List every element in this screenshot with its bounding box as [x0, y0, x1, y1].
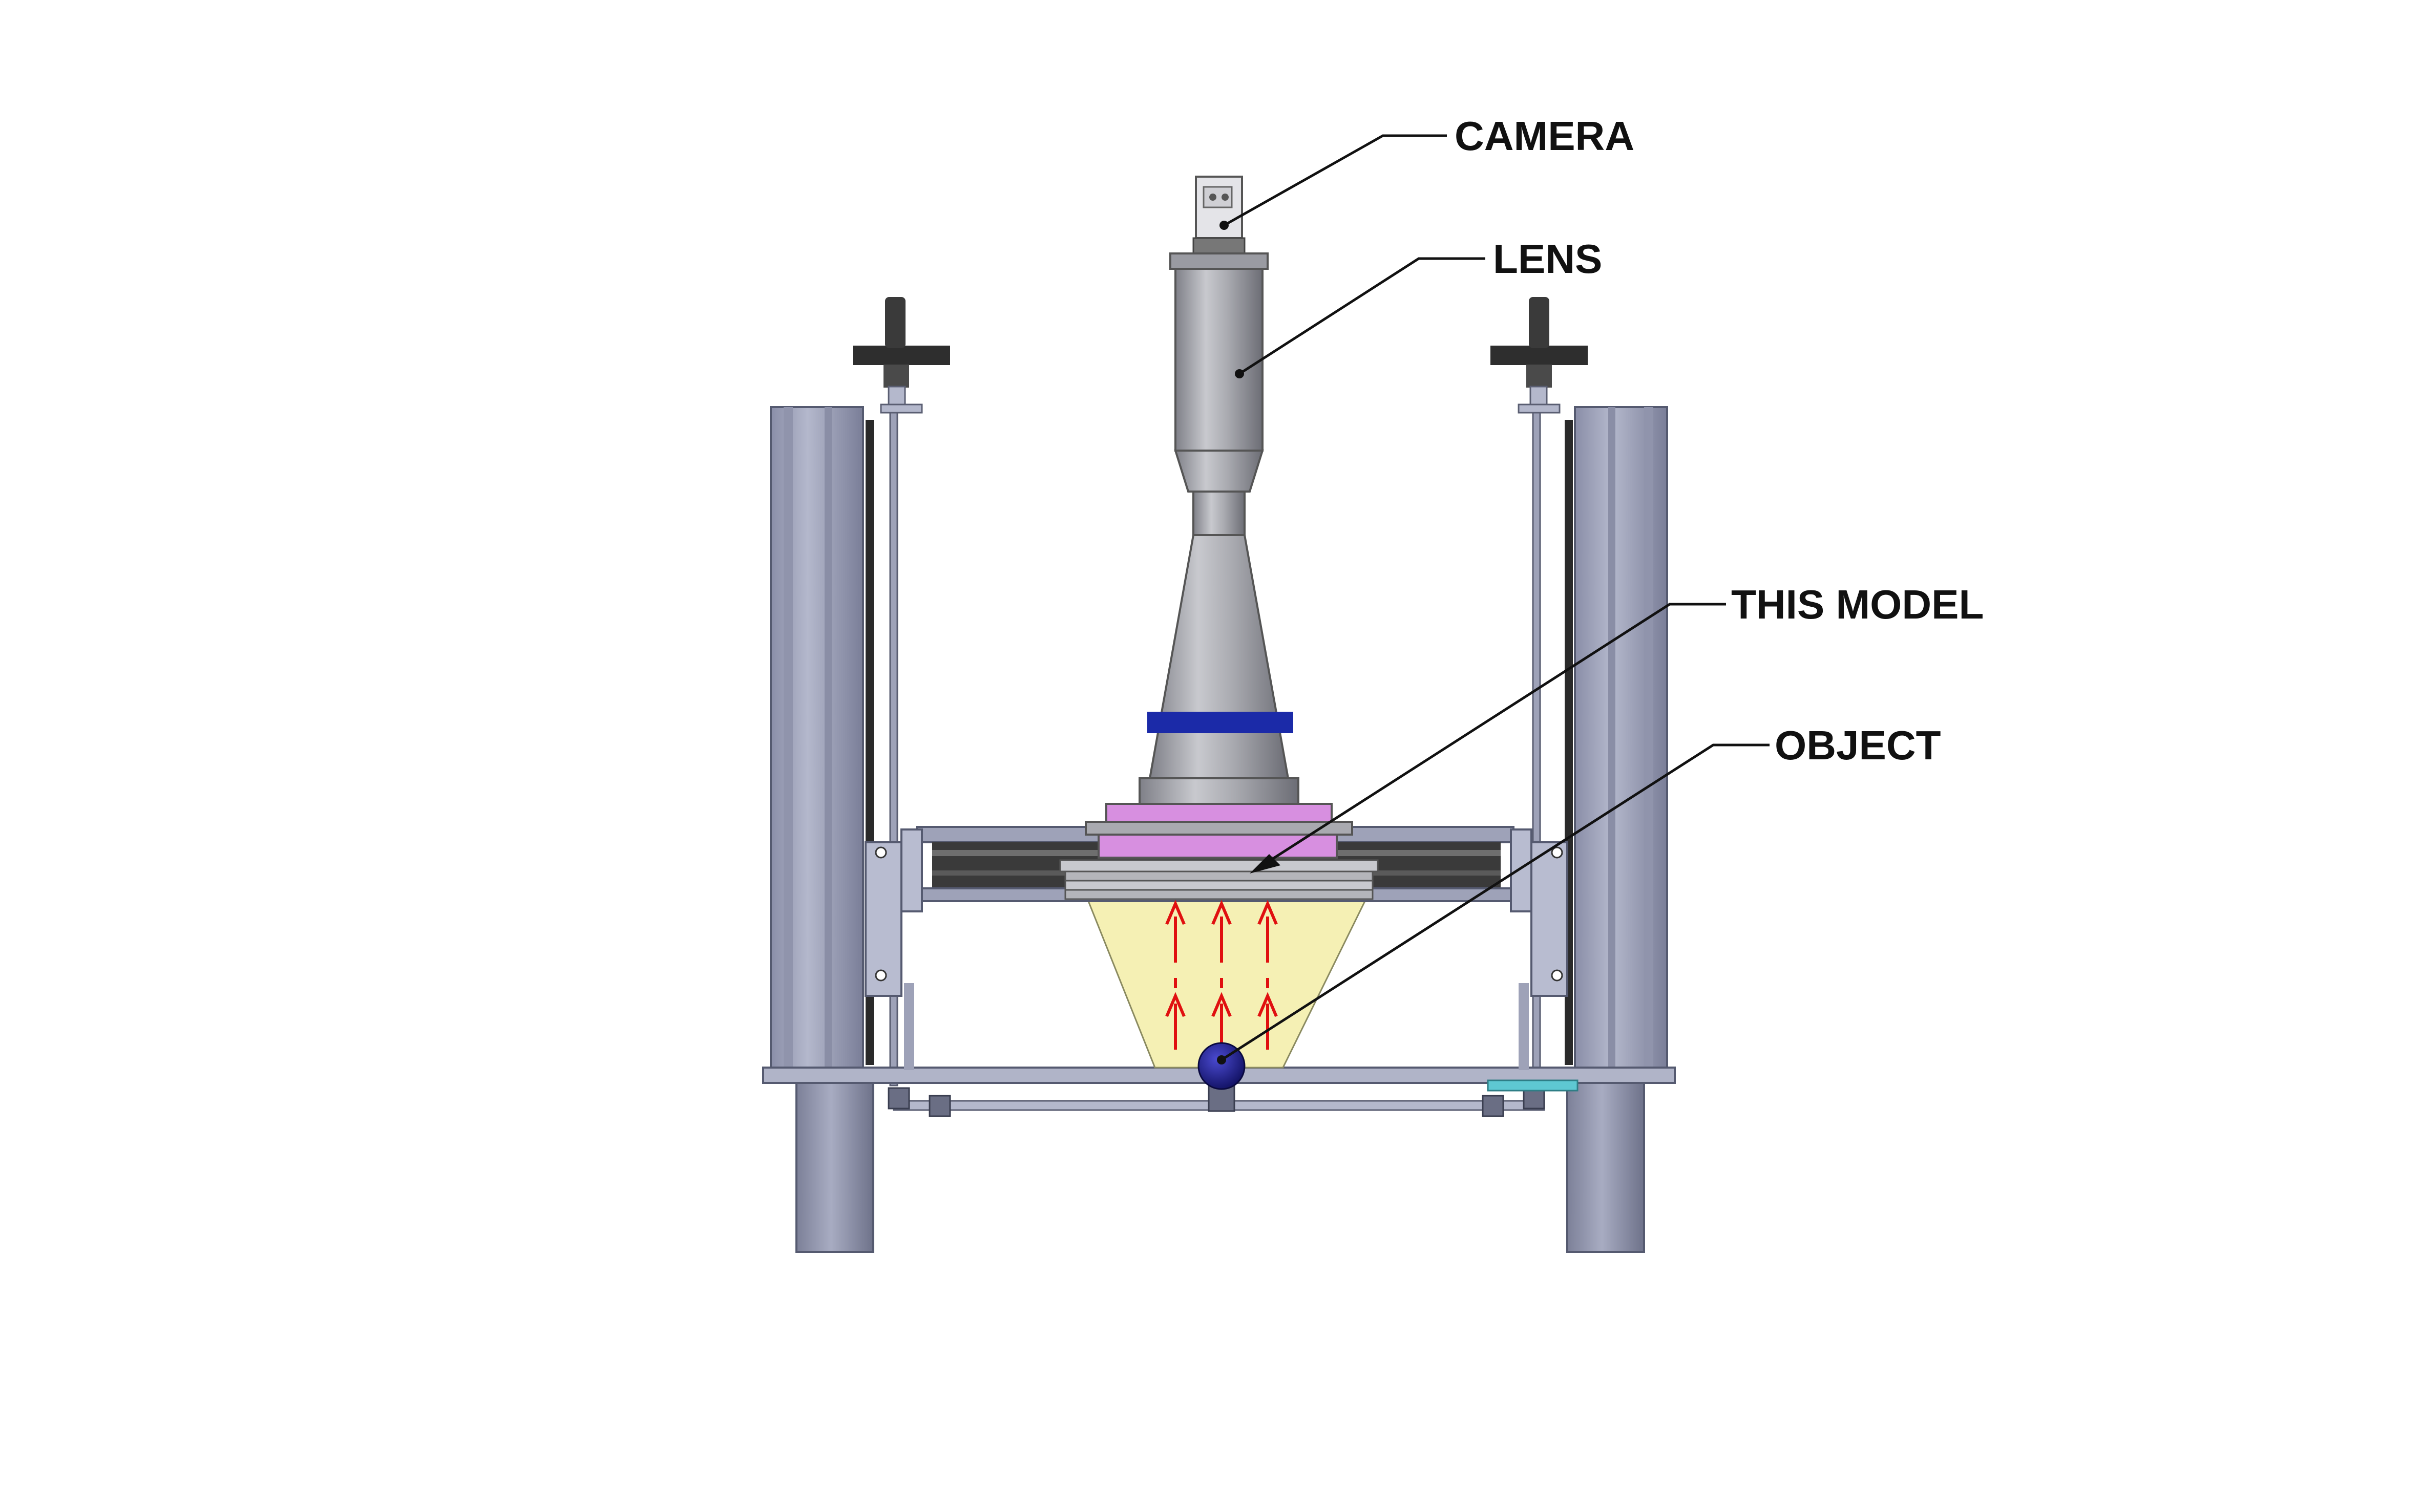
- callout-object: OBJECT: [1217, 722, 1941, 1064]
- left-carriage-bracket: [865, 828, 923, 1070]
- object-sphere: [1197, 1042, 1246, 1090]
- callout-camera: CAMERA: [1219, 113, 1634, 230]
- right-leg: [1566, 1082, 1645, 1253]
- light-cone: [1087, 900, 1366, 1069]
- callout-lens: LENS: [1235, 236, 1602, 378]
- right-handwheel-icon[interactable]: [1490, 297, 1588, 406]
- lens-blue-band: [1147, 712, 1293, 733]
- left-column: [770, 406, 874, 1074]
- right-column: [1565, 406, 1668, 1074]
- pink-mount-ring: [1085, 803, 1353, 859]
- model-plates: [1059, 859, 1379, 900]
- left-leg: [795, 1082, 874, 1253]
- right-carriage-bracket: [1510, 828, 1568, 1070]
- cyan-bracket: [1487, 1079, 1579, 1092]
- lens-label: LENS: [1493, 236, 1602, 282]
- camera-body: [1192, 176, 1246, 254]
- object-label: OBJECT: [1775, 722, 1941, 768]
- model-label: THIS MODEL: [1731, 582, 1984, 627]
- left-handwheel-icon[interactable]: [853, 297, 950, 406]
- camera-label: CAMERA: [1455, 113, 1634, 159]
- callout-model: THIS MODEL: [1250, 582, 1984, 874]
- ray-arrows: [1165, 900, 1278, 1050]
